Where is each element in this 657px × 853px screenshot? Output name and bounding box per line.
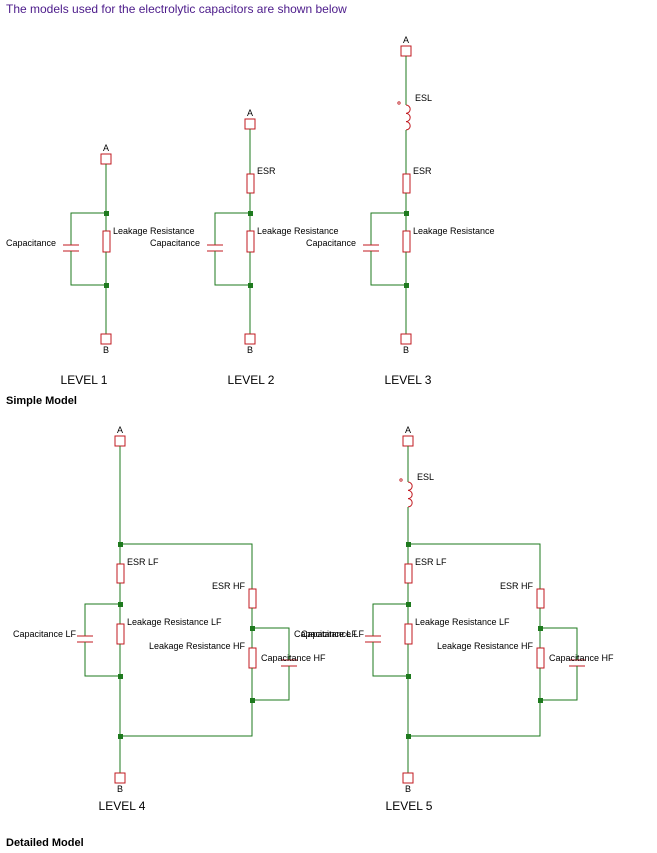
wire [84, 642, 120, 677]
leakage-resistance-lf-resistor [116, 623, 125, 645]
terminal-b [400, 333, 412, 345]
wire [540, 666, 578, 701]
leakage-resistance-label: Leakage Resistance [257, 226, 339, 236]
terminal-a [402, 435, 414, 447]
pin-label-b: B [117, 784, 123, 794]
leakage-resistance-label: Leakage Resistance [113, 226, 195, 236]
pin-label-a: A [403, 35, 409, 45]
terminal-a [100, 153, 112, 165]
esr-resistor [402, 173, 411, 194]
esr-hf-resistor [248, 588, 257, 609]
level-1-label: LEVEL 1 [61, 373, 108, 387]
capacitance-lf-symbol [77, 635, 93, 643]
terminal-a [244, 118, 256, 130]
wire [84, 603, 120, 636]
wire [70, 212, 106, 245]
level-2-label: LEVEL 2 [228, 373, 275, 387]
pin-label-b: B [247, 345, 253, 355]
detailed-model-heading: Detailed Model [6, 837, 84, 849]
esr-hf-resistor [536, 588, 545, 609]
esr-hf-label: ESR HF [500, 581, 534, 591]
capacitance-label: Capacitance [6, 238, 56, 248]
wire [252, 666, 290, 701]
capacitance-lf-label-secondary: Capacitance LF [294, 629, 358, 639]
capacitance-hf-label: Capacitance HF [261, 653, 326, 663]
intro-text: The models used for the electrolytic cap… [6, 2, 347, 16]
capacitance-symbol [207, 244, 223, 252]
leakage-resistance-hf-resistor [536, 647, 545, 669]
inductor-symbol [405, 104, 411, 131]
esl-label: ESL [415, 93, 432, 103]
pin-label-a: A [103, 143, 109, 153]
wire [372, 603, 408, 636]
terminal-b [244, 333, 256, 345]
leakage-resistance-hf-resistor [248, 647, 257, 669]
terminal-b [114, 772, 126, 784]
capacitance-label: Capacitance [150, 238, 200, 248]
leakage-resistance-lf-resistor [404, 623, 413, 645]
capacitance-lf-label: Capacitance LF [301, 629, 365, 639]
esr-label: ESR [257, 166, 276, 176]
pin-label-a: A [117, 425, 123, 435]
wire [214, 251, 250, 286]
pin-label-b: B [405, 784, 411, 794]
wire [120, 700, 253, 737]
terminal-b [402, 772, 414, 784]
level-3-label: LEVEL 3 [385, 373, 432, 387]
capacitance-hf-label: Capacitance HF [549, 653, 614, 663]
capacitance-lf-label: Capacitance LF [13, 629, 77, 639]
wire [214, 212, 250, 245]
pin-label-b: B [103, 345, 109, 355]
esr-hf-label: ESR HF [212, 581, 246, 591]
esr-label: ESR [413, 166, 432, 176]
esr-lf-label: ESR LF [127, 557, 159, 567]
leakage-resistance-hf-label: Leakage Resistance HF [149, 641, 246, 651]
pin-label-b: B [403, 345, 409, 355]
pin-label-a: A [247, 108, 253, 118]
level-5-label: LEVEL 5 [386, 799, 433, 813]
terminal-a [400, 45, 412, 57]
wire [370, 212, 406, 245]
wire [370, 251, 406, 286]
capacitance-symbol [363, 244, 379, 252]
wire [252, 627, 290, 660]
leakage-resistance-hf-label: Leakage Resistance HF [437, 641, 534, 651]
leakage-resistance-lf-label: Leakage Resistance LF [415, 617, 510, 627]
esr-resistor [246, 173, 255, 194]
level-4-label: LEVEL 4 [99, 799, 146, 813]
wire [372, 642, 408, 677]
pin-label-a: A [405, 425, 411, 435]
terminal-b [100, 333, 112, 345]
terminal-a [114, 435, 126, 447]
esl-label: ESL [417, 472, 434, 482]
wire [70, 251, 106, 286]
leakage-resistor [102, 230, 111, 253]
leakage-resistance-lf-label: Leakage Resistance LF [127, 617, 222, 627]
esr-lf-resistor [116, 563, 125, 584]
simple-model-heading: Simple Model [6, 395, 77, 407]
wire [408, 543, 541, 589]
leakage-resistor [246, 230, 255, 253]
esr-lf-resistor [404, 563, 413, 584]
leakage-resistance-label: Leakage Resistance [413, 226, 495, 236]
polarity-dot [399, 478, 403, 482]
leakage-resistor [402, 230, 411, 253]
inductor-symbol [407, 481, 413, 508]
wire [408, 700, 541, 737]
capacitance-label: Capacitance [306, 238, 356, 248]
wire [540, 627, 578, 660]
capacitance-lf-symbol [365, 635, 381, 643]
polarity-dot [397, 101, 401, 105]
capacitance-symbol [63, 244, 79, 252]
esr-lf-label: ESR LF [415, 557, 447, 567]
wire [120, 543, 253, 589]
